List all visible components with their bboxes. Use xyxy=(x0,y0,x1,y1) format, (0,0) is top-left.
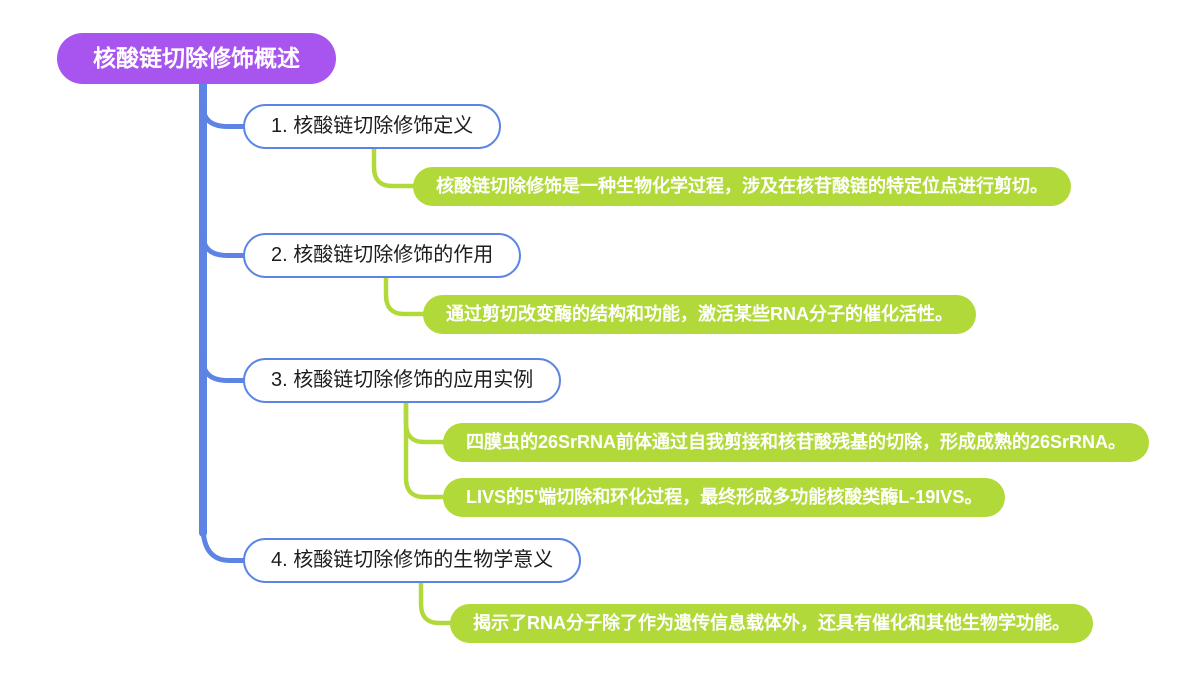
child-node-1-1[interactable]: 核酸链切除修饰是一种生物化学过程，涉及在核苷酸链的特定位点进行剪切。 xyxy=(413,167,1071,206)
connector-branch-3-child-1 xyxy=(403,399,447,445)
connector-branch-2-child-1 xyxy=(383,275,427,317)
branch-node-2[interactable]: 2. 核酸链切除修饰的作用 xyxy=(243,233,522,278)
root-node[interactable]: 核酸链切除修饰概述 xyxy=(57,33,336,84)
connector-branch-3-child-2 xyxy=(403,399,447,500)
connector-branch-1-child-1 xyxy=(371,146,417,189)
branch-node-1[interactable]: 1. 核酸链切除修饰定义 xyxy=(243,104,502,149)
branch-node-3[interactable]: 3. 核酸链切除修饰的应用实例 xyxy=(243,358,562,403)
connector-root-branch-4 xyxy=(200,523,246,563)
child-node-2-1[interactable]: 通过剪切改变酶的结构和功能，激活某些RNA分子的催化活性。 xyxy=(423,295,976,334)
connector-root-branch-2 xyxy=(200,232,246,258)
child-node-3-1[interactable]: 四膜虫的26SrRNA前体通过自我剪接和核苷酸残基的切除，形成成熟的26SrRN… xyxy=(443,423,1150,462)
connector-root-branch-1 xyxy=(200,103,246,129)
connector-root-branch-3 xyxy=(200,357,246,383)
connector-branch-4-child-1 xyxy=(418,580,454,626)
branch-node-4[interactable]: 4. 核酸链切除修饰的生物学意义 xyxy=(243,538,582,583)
child-node-3-2[interactable]: LIVS的5'端切除和环化过程，最终形成多功能核酸类酶L-19IVS。 xyxy=(443,478,1006,517)
child-node-4-1[interactable]: 揭示了RNA分子除了作为遗传信息载体外，还具有催化和其他生物学功能。 xyxy=(450,604,1093,643)
